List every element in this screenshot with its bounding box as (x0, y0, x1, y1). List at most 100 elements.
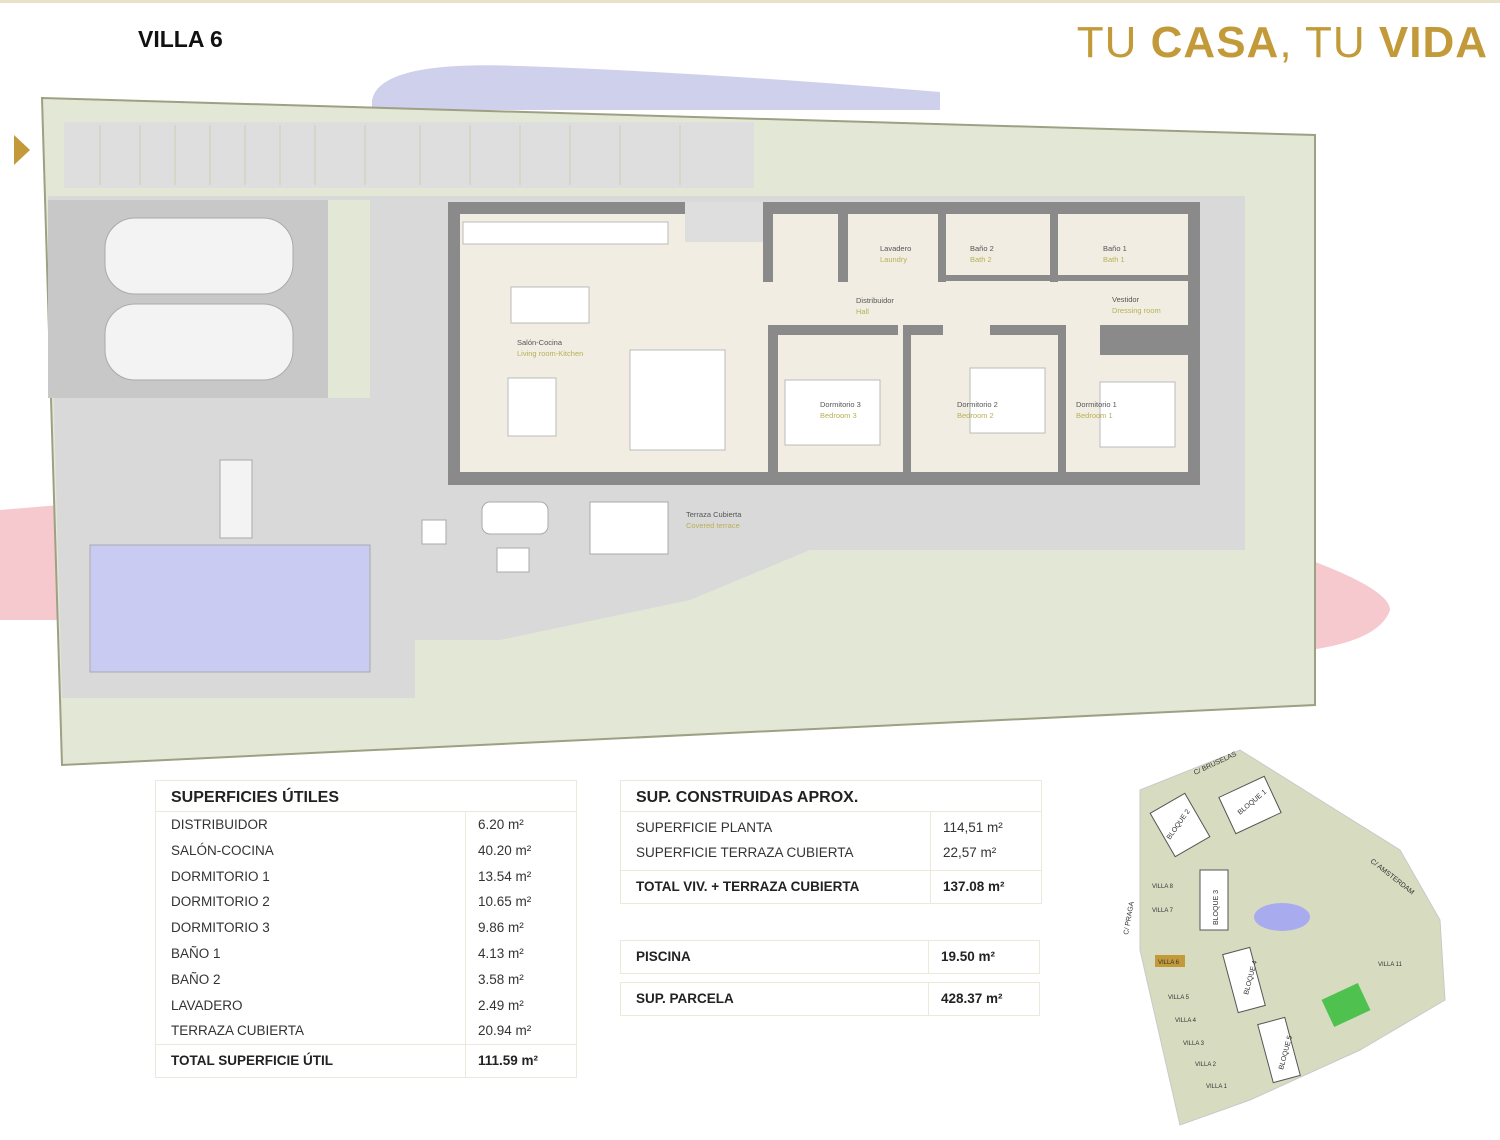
row-value: 2.49 m² (465, 992, 576, 1019)
room-label: Vestidor (1112, 295, 1140, 304)
kitchen-island (510, 286, 590, 324)
row-label: BAÑO 2 (171, 971, 221, 987)
room-label-en: Bedroom 2 (957, 411, 994, 420)
room-labels: Salón-Cocina Living room-Kitchen Distrib… (517, 244, 1161, 530)
piscina-label: PISCINA (636, 949, 691, 964)
row-label: DORMITORIO 2 (171, 894, 270, 910)
parcela-table: SUP. PARCELA 428.37 m² (620, 982, 1040, 1016)
terrace-chair (421, 519, 447, 545)
planter (328, 200, 370, 398)
villa-label: VILLA 5 (1168, 995, 1190, 1001)
slogan: TU CASA, TU VIDA (1076, 18, 1488, 67)
terrace-table (589, 501, 669, 555)
street-label: C/ PRAGA (1123, 901, 1136, 935)
row-label: DORMITORIO 3 (171, 920, 270, 936)
parcela-value: 428.37 m² (928, 983, 1039, 1015)
terrace-sofa (481, 501, 549, 535)
table-row: TERRAZA CUBIERTA 20.94 m² (156, 1018, 576, 1045)
dining-table (507, 377, 557, 437)
arrow-marker-icon (14, 135, 30, 165)
room-label-en: Living room-Kitchen (517, 349, 583, 358)
block-label: BLOQUE 3 (1213, 890, 1220, 925)
room-label: Salón-Cocina (517, 338, 563, 347)
bed-1 (1099, 381, 1176, 448)
room-label: Baño 1 (1103, 244, 1127, 253)
entrance (685, 202, 763, 242)
row-label: LAVADERO (171, 997, 243, 1013)
villa-label: VILLA 4 (1175, 1018, 1197, 1024)
piscina-value: 19.50 m² (928, 941, 1039, 973)
pink-blob-right (1310, 560, 1390, 650)
villa-label: VILLA 6 (1158, 960, 1180, 966)
sunlounger (219, 459, 253, 539)
villa-label: VILLA 7 (1152, 908, 1174, 914)
room-label-en: Laundry (880, 255, 907, 264)
room-label: Baño 2 (970, 244, 994, 253)
row-value: 4.13 m² (465, 940, 576, 967)
bed-3 (784, 379, 881, 446)
row-value: 6.20 m² (465, 812, 576, 838)
sup-construidas-table: SUP. CONSTRUIDAS APROX. SUPERFICIE PLANT… (620, 780, 1042, 904)
table-row: LAVADERO 2.49 m² (156, 992, 576, 1019)
room-label: Distribuidor (856, 296, 894, 305)
page-title: VILLA 6 (138, 26, 223, 52)
row-label: DISTRIBUIDOR (171, 817, 268, 832)
pink-blob-left (0, 505, 60, 620)
room-label-en: Bath 1 (1103, 255, 1125, 264)
villa-label: VILLA 1 (1206, 1084, 1228, 1090)
piscina-table: PISCINA 19.50 m² (620, 940, 1040, 974)
room-label-en: Covered terrace (686, 521, 740, 530)
row-label: TERRAZA CUBIERTA (171, 1023, 305, 1039)
table-row: BAÑO 1 4.13 m² (156, 940, 576, 967)
row-label: BAÑO 1 (171, 945, 221, 961)
villa-label: VILLA 8 (1152, 884, 1174, 890)
room-label: Lavadero (880, 244, 911, 253)
room-label: Terraza Cubierta (686, 510, 742, 519)
room-label-en: Bedroom 3 (820, 411, 857, 420)
table-title: SUPERFICIES ÚTILES (156, 781, 576, 812)
table-title: SUP. CONSTRUIDAS APROX. (621, 781, 1041, 812)
room-label-en: Bedroom 1 (1076, 411, 1113, 420)
terrace-chair (496, 547, 530, 573)
row-value: 20.94 m² (465, 1018, 576, 1045)
room-label: Dormitorio 2 (957, 400, 998, 409)
pool (89, 544, 371, 673)
table-row: DORMITORIO 1 13.54 m² (156, 863, 576, 890)
sofa (629, 349, 726, 451)
interior-walls (763, 202, 1188, 472)
villa-label: VILLA 3 (1183, 1041, 1205, 1047)
parking-strip (64, 122, 754, 188)
site-plan: C/ BRUSELAS C/ AMSTERDAM C/ PRAGA BLOQUE… (1123, 749, 1446, 1126)
row-value: 10.65 m² (465, 889, 576, 916)
room-label-en: Hall (856, 307, 869, 316)
row-label: DORMITORIO 1 (171, 868, 270, 884)
table-row: DORMITORIO 2 10.65 m² (156, 889, 576, 916)
room-label: Dormitorio 3 (820, 400, 861, 409)
car-icon (104, 303, 294, 381)
row-value: 3.58 m² (465, 966, 576, 993)
table-row: DISTRIBUIDOR 6.20 m² (156, 812, 576, 838)
row-label: SALÓN-COCINA (171, 842, 274, 858)
row-value: 40.20 m² (465, 837, 576, 864)
kitchen-counter (462, 221, 669, 245)
room-label-en: Dressing room (1112, 306, 1161, 315)
table-row: SALÓN-COCINA 40.20 m² (156, 837, 576, 864)
villa-label: VILLA 11 (1378, 962, 1403, 968)
lake-blob (372, 65, 940, 110)
table-row: BAÑO 2 3.58 m² (156, 966, 576, 993)
room-label: Dormitorio 1 (1076, 400, 1117, 409)
table-row: DORMITORIO 3 9.86 m² (156, 915, 576, 941)
parcela-label: SUP. PARCELA (636, 991, 734, 1006)
row-value: 13.54 m² (465, 863, 576, 890)
top-rule (0, 0, 1500, 3)
bed-2 (969, 367, 1046, 434)
room-label-en: Bath 2 (970, 255, 992, 264)
row-value: 9.86 m² (465, 915, 576, 941)
